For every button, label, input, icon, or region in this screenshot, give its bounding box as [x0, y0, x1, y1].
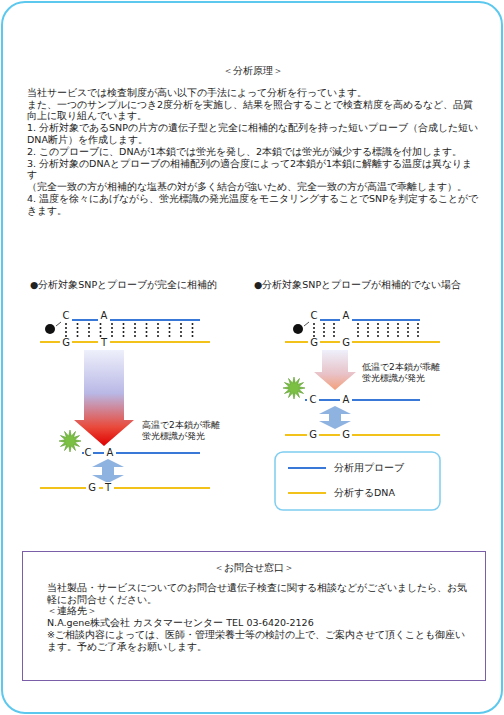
base-letter: A [106, 447, 115, 459]
contact-address: N.A.gene株式会社 カスタマーセンター TEL 03-6420-2126 [37, 617, 471, 629]
base-letter: G [309, 337, 319, 349]
probe-strand [352, 319, 420, 321]
probe-strand [110, 319, 200, 321]
quencher-dot [293, 324, 303, 334]
probe-strand [319, 399, 340, 401]
dna-strand [40, 341, 60, 343]
dna-strand [352, 341, 440, 343]
base-letter: A [342, 394, 351, 406]
base-letter: T [104, 482, 112, 494]
dissociation-arrow [92, 459, 124, 483]
base-letter: A [100, 310, 109, 322]
legend-label: 分析するDNA [334, 487, 395, 500]
dna-strand [285, 434, 307, 436]
contact-note: ※ご相談内容によっては、医師・管理栄養士等の検討の上で、ご案内させて頂くことも御… [37, 629, 471, 653]
dna-strand [285, 341, 308, 343]
base-pair-dots [66, 323, 193, 339]
base-pair-dot [377, 323, 379, 339]
dna-strand [110, 341, 210, 343]
probe-strand [352, 399, 420, 401]
base-pair-dot [367, 323, 369, 339]
base-pair-dot [417, 323, 419, 339]
base-letter: G [341, 337, 351, 349]
base-letter: C [309, 394, 318, 406]
base-letter: C [84, 447, 93, 459]
dna-strand [114, 487, 210, 489]
dna-strand [352, 434, 440, 436]
base-pair-dot [123, 323, 125, 339]
base-letter: G [341, 429, 351, 441]
star-burst [59, 430, 81, 452]
high-temp-arrow [74, 350, 134, 446]
probe-strand [320, 319, 340, 321]
process-caption: 高温で2本鎖が乖離 蛍光標識が発光 [142, 420, 220, 442]
intro-text: また、一つのサンプルにつき2度分析を実施し、結果を照合することで検査精度を高める… [27, 99, 479, 123]
legend-box [275, 452, 440, 510]
base-pair-dot [387, 323, 389, 339]
legend-sample-probe [288, 467, 326, 469]
base-letter: A [342, 310, 351, 322]
base-pair-dot [77, 323, 79, 339]
base-pair-dot [397, 323, 399, 339]
dna-strand [72, 341, 98, 343]
panel-heading: ●分析対象SNPとプローブが相補的でない場合 [254, 279, 461, 290]
base-pair-dot [134, 323, 136, 339]
process-caption: 低温で2本鎖が乖離 蛍光標識が発光 [362, 362, 440, 384]
step-text: 4. 温度を徐々にあげながら、蛍光標識の発光温度をモニタリングすることでSNPを… [27, 193, 479, 217]
base-pair-dot [157, 323, 159, 339]
base-pair-dots [314, 323, 418, 339]
dna-strand [319, 434, 340, 436]
step-text: 3. 分析対象のDNAとプローブの相補配列の適合度によって2本鎖が1本鎖に解離す… [27, 158, 479, 182]
probe-strand [72, 319, 98, 321]
fluorescence-star [59, 430, 81, 452]
step-text: 1. 分析対象であるSNPの片方の遺伝子型と完全に相補的な配列を持った短いプロー… [27, 122, 479, 146]
base-pair-dot [88, 323, 90, 339]
contact-label: ＜連絡先＞ [37, 605, 471, 617]
base-pair-dot [407, 323, 409, 339]
dna-strand [99, 487, 103, 489]
quencher-dot [45, 324, 55, 334]
legend-sample-dna [288, 492, 326, 494]
dna-strand [320, 341, 340, 343]
probe-strand [305, 399, 307, 401]
base-pair-dot [333, 323, 335, 339]
contact-box: ＜お問合せ窓口＞ 当社製品・サービスについてのお問合せ遺伝子検査に関する相談などが… [22, 551, 486, 681]
fluorescence-star [283, 377, 305, 399]
base-letter: T [100, 337, 108, 349]
base-pair-dot [111, 323, 113, 339]
quencher-link [304, 322, 309, 326]
panel-heading: ●分析対象SNPとプローブが完全に相補的 [30, 279, 217, 290]
star-burst [283, 377, 305, 399]
section-title: ＜分析原理＞ [27, 65, 479, 77]
contact-text: 当社製品・サービスについてのお問合せ遺伝子検査に関する相談などがございましたら、… [37, 582, 471, 606]
base-letter: C [62, 310, 71, 322]
base-letter: C [310, 310, 319, 322]
base-pair-dot [169, 323, 171, 339]
base-pair-dot [357, 323, 359, 339]
base-pair-dot [180, 323, 182, 339]
low-temp-arrow [314, 350, 356, 390]
quencher-link [56, 322, 61, 326]
legend-label: 分析用プローブ [334, 462, 404, 475]
step-text: 2. このプローブに、DNAが1本鎖では蛍光を発し、2本鎖では蛍光が減少する標識… [27, 146, 479, 158]
contact-title: ＜お問合せ窓口＞ [37, 562, 471, 574]
base-pair-dot [146, 323, 148, 339]
base-pair-dot [323, 323, 325, 339]
step-note: （完全一致の方が相補的な塩基の対が多く結合が強いため、完全一致の方が高温で乖離し… [27, 181, 479, 193]
base-letter: G [87, 482, 97, 494]
intro-text: 当社サービスでは検査制度が高い以下の手法によって分析を行っています。 [27, 87, 479, 99]
probe-strand [93, 452, 104, 454]
probe-strand [116, 452, 200, 454]
dissociation-arrow [319, 406, 351, 429]
base-pair-dot [192, 323, 194, 339]
base-letter: G [61, 337, 71, 349]
dna-strand [40, 487, 86, 489]
base-letter: G [308, 429, 318, 441]
